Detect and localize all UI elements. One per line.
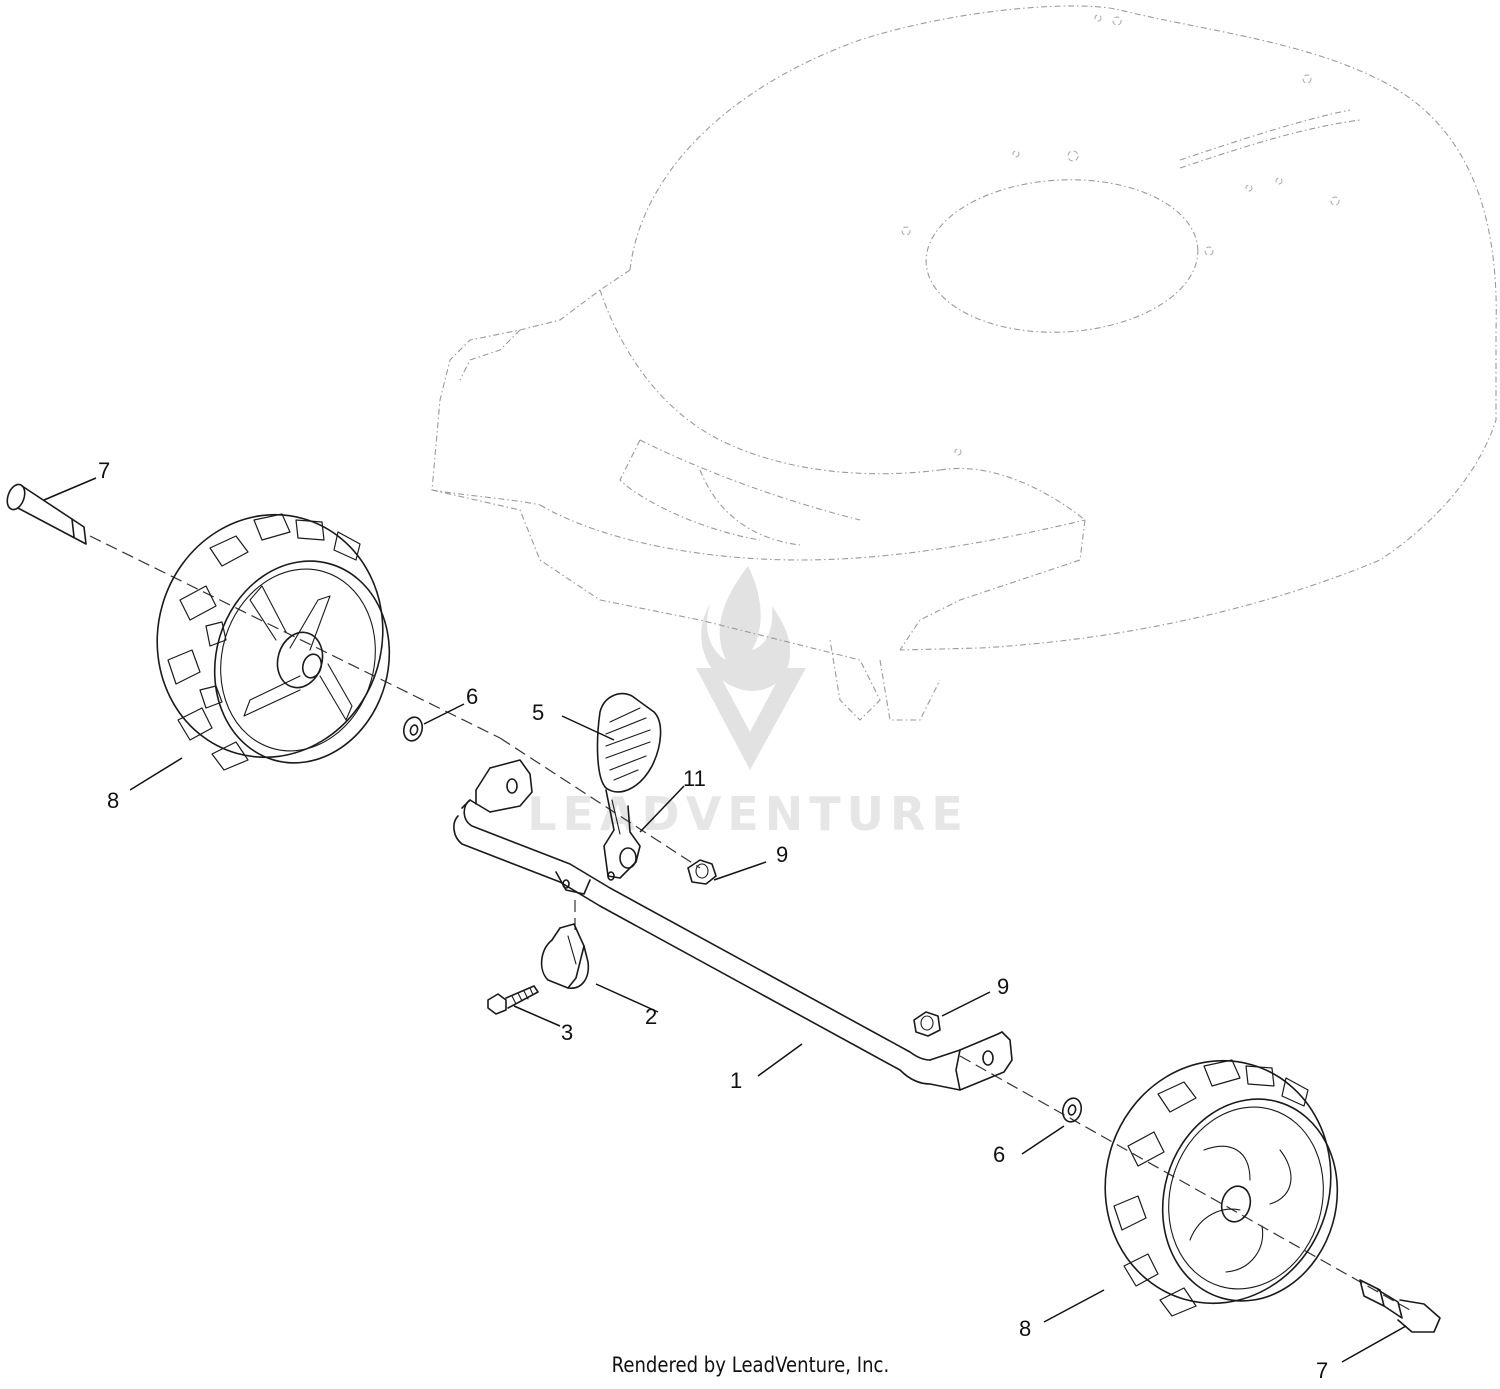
callout-8-right: 8 [1019, 1316, 1031, 1341]
adjuster-clip [540, 923, 590, 989]
callout-9-upper: 9 [776, 842, 788, 867]
callout-11: 11 [683, 766, 706, 791]
footer-credit-text: Rendered by LeadVenture, Inc. [611, 1353, 889, 1377]
flame-v-logo-icon [696, 566, 806, 770]
watermark: LEADVENTURE [527, 566, 969, 841]
callout-7-upper: 7 [98, 458, 110, 483]
wheel-right [1104, 1059, 1339, 1317]
height-adjust-knob [596, 692, 662, 793]
watermark-text: LEADVENTURE [527, 787, 969, 841]
callout-7-lower: 7 [1316, 1358, 1328, 1383]
footer-credit: Rendered by LeadVenture, Inc. [0, 1353, 1500, 1377]
callout-1: 1 [730, 1068, 742, 1093]
mower-deck-phantom [431, 5, 1497, 721]
callout-6-lower: 6 [993, 1142, 1005, 1167]
callout-2: 2 [645, 1004, 657, 1029]
callout-8-left: 8 [107, 788, 119, 813]
wheel-left [156, 513, 391, 771]
nut-upper [687, 859, 717, 885]
washer-lower [1061, 1097, 1083, 1123]
self-tapping-screw [487, 985, 539, 1015]
callout-6-upper: 6 [466, 684, 478, 709]
axle-bolt-lower [1359, 1279, 1441, 1333]
callout-5: 5 [532, 700, 544, 725]
axle-bolt-upper [6, 483, 87, 545]
leader-lines [43, 477, 1407, 1363]
axle-rod [453, 759, 1013, 1091]
washer-upper [402, 716, 424, 742]
nut-lower [913, 1011, 941, 1037]
callout-labels: 7 8 6 5 11 9 2 3 9 1 6 8 7 [98, 458, 1328, 1383]
callout-3: 3 [561, 1020, 573, 1045]
adjuster-lever [603, 789, 641, 881]
callout-9-lower: 9 [997, 974, 1009, 999]
